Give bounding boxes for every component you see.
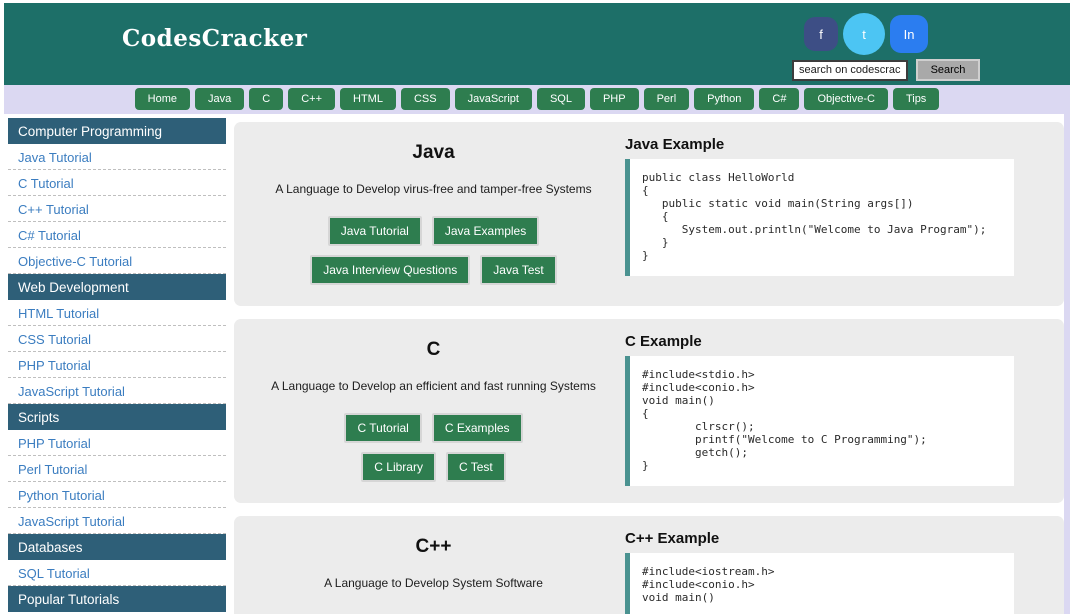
nav-item-c[interactable]: C++ — [288, 88, 336, 110]
sidebar-link-objective-c-tutorial[interactable]: Objective-C Tutorial — [8, 248, 226, 274]
sidebar-link-c-tutorial[interactable]: C# Tutorial — [8, 222, 226, 248]
card-left: C++ A Language to Develop System Softwar… — [242, 530, 625, 614]
sidebar-section-databases: Databases — [8, 534, 226, 560]
code-block: #include<stdio.h> #include<conio.h> void… — [625, 356, 1014, 486]
sidebar-link-php-tutorial[interactable]: PHP Tutorial — [8, 430, 226, 456]
code-block: public class HelloWorld { public static … — [625, 159, 1014, 276]
sidebar-link-html-tutorial[interactable]: HTML Tutorial — [8, 300, 226, 326]
card-left: C A Language to Develop an efficient and… — [242, 333, 625, 491]
nav-item-home[interactable]: Home — [134, 88, 191, 110]
sidebar-link-javascript-tutorial[interactable]: JavaScript Tutorial — [8, 508, 226, 534]
sidebar-link-perl-tutorial[interactable]: Perl Tutorial — [8, 456, 226, 482]
nav-item-html[interactable]: HTML — [340, 88, 396, 110]
card-right: C++ Example #include<iostream.h> #includ… — [625, 530, 1040, 614]
sidebar-section-computer-programming: Computer Programming — [8, 118, 226, 144]
c-test-button[interactable]: C Test — [445, 452, 506, 482]
nav-item-javascript[interactable]: JavaScript — [454, 88, 532, 110]
card-left: Java A Language to Develop virus-free an… — [242, 136, 625, 294]
nav-item-python[interactable]: Python — [694, 88, 755, 110]
search-button[interactable]: Search — [916, 59, 980, 81]
card-description: A Language to Develop virus-free and tam… — [275, 182, 592, 196]
card-title: C++ — [415, 536, 452, 557]
cards-area: Java A Language to Develop virus-free an… — [234, 118, 1064, 614]
card-title: C — [426, 339, 441, 360]
card-title: Java — [412, 142, 455, 163]
sidebar-section-web-development: Web Development — [8, 274, 226, 300]
search-bar: Search — [792, 59, 980, 81]
card-java: Java A Language to Develop virus-free an… — [234, 122, 1064, 306]
c-tutorial-button[interactable]: C Tutorial — [344, 413, 422, 443]
nav-item-java[interactable]: Java — [195, 88, 245, 110]
nav-item-c[interactable]: C — [249, 88, 284, 110]
sidebar-link-javascript-tutorial[interactable]: JavaScript Tutorial — [8, 378, 226, 404]
card-right: C Example #include<stdio.h> #include<con… — [625, 333, 1040, 491]
card-c: C++ A Language to Develop System Softwar… — [234, 516, 1064, 614]
nav-item-perl[interactable]: Perl — [643, 88, 690, 110]
card-c: C A Language to Develop an efficient and… — [234, 319, 1064, 503]
card-button-row: C Library C Test — [242, 452, 625, 482]
card-button-row: Java Interview Questions Java Test — [242, 255, 625, 285]
java-examples-button[interactable]: Java Examples — [431, 216, 540, 246]
card-button-row: Java Tutorial Java Examples — [242, 216, 625, 246]
c-library-button[interactable]: C Library — [361, 452, 436, 482]
java-interview-questions-button[interactable]: Java Interview Questions — [310, 255, 471, 285]
site-logo: CodesCracker — [122, 25, 308, 52]
card-description: A Language to Develop an efficient and f… — [271, 379, 596, 393]
sidebar-link-c-tutorial[interactable]: C++ Tutorial — [8, 196, 226, 222]
sidebar-link-sql-tutorial[interactable]: SQL Tutorial — [8, 560, 226, 586]
sidebar-link-java-tutorial[interactable]: Java Tutorial — [8, 144, 226, 170]
sidebar-link-computer-fundamental-tutorial[interactable]: Computer Fundamental Tutorial — [8, 612, 226, 614]
facebook-icon[interactable]: f — [804, 17, 838, 51]
sidebar-section-popular-tutorials: Popular Tutorials — [8, 586, 226, 612]
sidebar-link-c-tutorial[interactable]: C Tutorial — [8, 170, 226, 196]
card-button-row: C Tutorial C Examples — [242, 413, 625, 443]
nav-item-objective-c[interactable]: Objective-C — [804, 88, 888, 110]
card-right: Java Example public class HelloWorld { p… — [625, 136, 1040, 294]
twitter-icon[interactable]: t — [843, 13, 885, 55]
search-input[interactable] — [792, 59, 908, 81]
sidebar-link-php-tutorial[interactable]: PHP Tutorial — [8, 352, 226, 378]
java-test-button[interactable]: Java Test — [480, 255, 557, 285]
example-title: Java Example — [625, 136, 725, 153]
nav-item-tips[interactable]: Tips — [892, 88, 940, 110]
sidebar-section-scripts: Scripts — [8, 404, 226, 430]
nav-item-c[interactable]: C# — [759, 88, 800, 110]
example-title: C Example — [625, 333, 702, 350]
linkedin-icon[interactable]: In — [890, 15, 928, 53]
nav-item-sql[interactable]: SQL — [536, 88, 585, 110]
c-examples-button[interactable]: C Examples — [431, 413, 523, 443]
sidebar-link-python-tutorial[interactable]: Python Tutorial — [8, 482, 226, 508]
nav-item-css[interactable]: CSS — [400, 88, 450, 110]
java-tutorial-button[interactable]: Java Tutorial — [327, 216, 422, 246]
nav-item-php[interactable]: PHP — [589, 88, 639, 110]
example-title: C++ Example — [625, 530, 720, 547]
code-block: #include<iostream.h> #include<conio.h> v… — [625, 553, 1014, 614]
sidebar-link-css-tutorial[interactable]: CSS Tutorial — [8, 326, 226, 352]
card-description: A Language to Develop System Software — [324, 576, 543, 590]
